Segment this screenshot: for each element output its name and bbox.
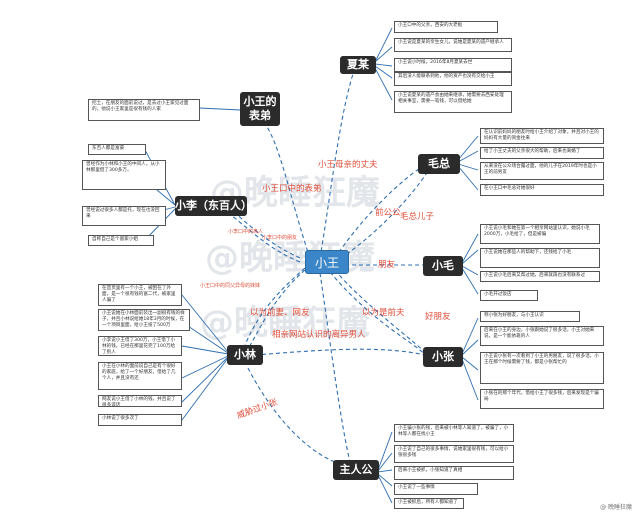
node-xiaomao[interactable]: 小毛 (423, 256, 463, 276)
link-xiaozhang-b (329, 271, 428, 357)
note-xiamou-4: 其后没人能联系到他，他的资产也没有交给小王 (394, 72, 512, 86)
branch-xiaozhang-4 (461, 358, 479, 401)
branch-xiaozhang-1 (461, 317, 479, 355)
link-xiaolin-a (244, 267, 306, 346)
branch-xiaomao-1 (461, 233, 479, 264)
branch-xiamou-4 (374, 65, 393, 79)
branch-xiamou-2 (374, 46, 393, 63)
note-xiaozhang-3: 小王说小张有一次看到了小王的男朋友，说了很多话，小王在那个时候需要了钱，都是小张… (480, 352, 604, 384)
branch-xiaozhang-2 (461, 339, 479, 356)
branch-zhurengong-1 (377, 431, 393, 471)
branch-zhurengong-2 (377, 452, 393, 472)
relation-xiamou: 小王母亲的丈夫 (318, 160, 378, 170)
relation-xiaoli-small: 小李口中的高人 (228, 229, 264, 235)
relation-xiaolin-small: 小王口中的同父异母的妹妹 (200, 283, 261, 289)
note-xiamou-3: 小王说小时候，2016年8月夏某去世 (394, 58, 512, 72)
node-xiaolin[interactable]: 小林 (227, 345, 263, 365)
link-xiamou (319, 67, 356, 259)
note-xiaoli-4: 自称自己是个富家小姐 (88, 235, 154, 246)
branch-zhurengong-3 (377, 469, 393, 473)
branch-xiaolin-1 (181, 294, 229, 353)
node-zhurengong[interactable]: 主人公 (333, 460, 379, 480)
note-zhurengong-2: 小王说了自己的很多事情，说她家里很有钱，可以给小张很多钱 (394, 445, 514, 463)
link-xiaolin-zhurengong (247, 367, 346, 466)
branch-maozong-3 (457, 163, 479, 171)
branch-xiaomao-4 (461, 267, 479, 295)
footer-credit: @ 晚睡狂魔 (600, 504, 632, 511)
note-maozong-3: 从来没在公众场合露过面，他的儿子在2019年时也是小王的前男友 (480, 162, 604, 180)
note-xiaomao-1: 小王说小毛和她在第一个相亲网站里认识，她说小毛2000万，小毛给了，但是被骗 (480, 224, 600, 244)
node-biaodi[interactable]: 小王的 表弟 (240, 92, 280, 126)
note-xiaolin-2: 小王说她在小林面前装出一副很有钱的样子，并且小林说给她18年3月的时候，在一个项… (98, 309, 190, 331)
note-maozong-1: 在认识前妈妈的朋友时给小王介绍了对象，并且对小王的妈妈有大量的资金往来 (480, 128, 604, 144)
note-xiaoli-2: 曾经作为小林和小王的中间人，从小林那里借了300多万， (82, 160, 166, 190)
note-maozong-4: 在小王口中毛总对她很好 (480, 184, 604, 196)
note-maozong-2: 给了小王丈夫的父亲很大的帮助，后来也离婚了 (480, 147, 604, 159)
note-xiamou-1: 小王口中的父亲，西安的大老板 (394, 21, 498, 33)
note-xiamou-5: 小王说夏某的遗产会由她来继承，她需要去西安处理相关事宜，需要一笔钱，可以借给她 (394, 91, 512, 113)
note-biaodi-1: 挖土，在朋友的面前说过，是去过小王家见过面的，他说小王家里是很有钱的人家 (88, 99, 200, 121)
relation-maozong-a: 前公公 (375, 208, 401, 218)
note-xiamou-2: 小王说是夏某的亲生女儿，说她是夏某的遗产继承人 (394, 38, 512, 52)
branch-xiamou-1 (374, 27, 393, 63)
branch-biaodi-1 (199, 107, 241, 111)
node-maozong[interactable]: 毛总 (418, 154, 460, 174)
node-xiaozhang[interactable]: 小张 (423, 347, 463, 367)
relation-xiaomao: 朋友 (378, 260, 396, 270)
node-xiaoli[interactable]: 小李（东百人） (175, 196, 252, 216)
note-xiaomao-3: 小王说小毛后来又帮过她，后来就再也没有联系过 (480, 271, 600, 282)
branch-xiaomao-2 (461, 249, 479, 265)
branch-xiaomao-3 (461, 265, 479, 276)
relation-maozong-b: 毛总儿子 (400, 212, 435, 222)
branch-xiamou-5 (374, 67, 393, 101)
note-xiaomao-2: 小王说她在那些人的帮助下，还钱给了小毛 (480, 248, 600, 268)
branch-maozong-2 (457, 150, 479, 163)
node-xiamou[interactable]: 夏某 (340, 56, 376, 74)
relation-biaodi: 小王口中的表弟 (262, 184, 322, 194)
note-xiaoli-3: 曾经说过很多人都是托，现在也没回来 (82, 206, 166, 226)
note-xiaolin-6: 小林说了很多次了 (98, 414, 182, 426)
note-zhurengong-5: 小王被抓后，所有人都知道了 (394, 498, 464, 509)
branch-xiaolin-3 (181, 345, 229, 355)
note-xiaomao-4: 小毛开过饭店 (480, 290, 538, 301)
link-maozong-a (334, 164, 426, 259)
branch-maozong-1 (457, 135, 479, 161)
link-xiaoli-b (224, 209, 301, 263)
relation-xiaoli-small2: 小李口中的朋友 (262, 235, 298, 241)
branch-xiaolin-5 (181, 356, 229, 403)
relation-xiaozhang-b: 好朋友 (425, 312, 451, 322)
note-zhurengong-4: 小王说了一些事情 (394, 483, 478, 495)
note-zhurengong-1: 小王骗小张的钱，后来被小林等人知道了，被骗了，小林等人都在找小王 (394, 424, 514, 442)
note-xiaoli-1: 东百人都是富豪 (88, 144, 146, 155)
branch-zhurengong-5 (377, 474, 393, 504)
link-zhurengong (319, 272, 351, 463)
note-zhurengong-3: 后来小王被抓，小张知道了真相 (394, 466, 514, 480)
watermark-3: @晚睡狂魔 (200, 303, 370, 343)
branch-xiamou-3 (374, 63, 393, 67)
note-xiaolin-4: 小王在小林的面前说自己是有个很好的家庭，给了一个好朋友，借给了几个人，并且没有还 (98, 362, 182, 390)
link-xiaolin-xiaozhang (254, 348, 426, 356)
branch-xiaolin-6 (181, 357, 229, 421)
branch-zhurengong-4 (377, 473, 393, 487)
note-xiaozhang-4: 小张在的那个年代，借给小王了很多钱，后来发现是个骗局 (480, 389, 604, 409)
link-biaodi (261, 119, 311, 259)
center-node[interactable]: 小王 (305, 250, 349, 274)
relation-xiaozhang-c: 相亲网站认识的离异男人 (272, 330, 366, 340)
relation-xiaozhang-a: 以为是前夫 (362, 308, 405, 318)
branch-maozong-4 (457, 165, 479, 191)
note-xiaozhang-2: 后来在小王的身边，小张跟她说了很多话，小王对她来说，是一个能依靠的人 (480, 326, 604, 346)
branch-xiaolin-4 (181, 355, 229, 379)
note-xiaolin-1: 在首页里有一个小王，被困在了外面，是一个很有钱的富二代，被家里人骗了 (98, 284, 182, 306)
relation-xiaolin: 以为前妻、网友 (250, 308, 310, 318)
branch-xiaozhang-3 (461, 356, 479, 371)
note-xiaolin-3: 小李说小王借了300万，小王借了小林的钱，已经在那里花完了100万给了别人 (98, 336, 182, 356)
note-xiaozhang-1: 称小张为好朋友，与小王认识 (480, 311, 580, 322)
note-xiaolin-5: 网友说小王借了小林的钱，并且说了很多谎话 (98, 395, 182, 407)
